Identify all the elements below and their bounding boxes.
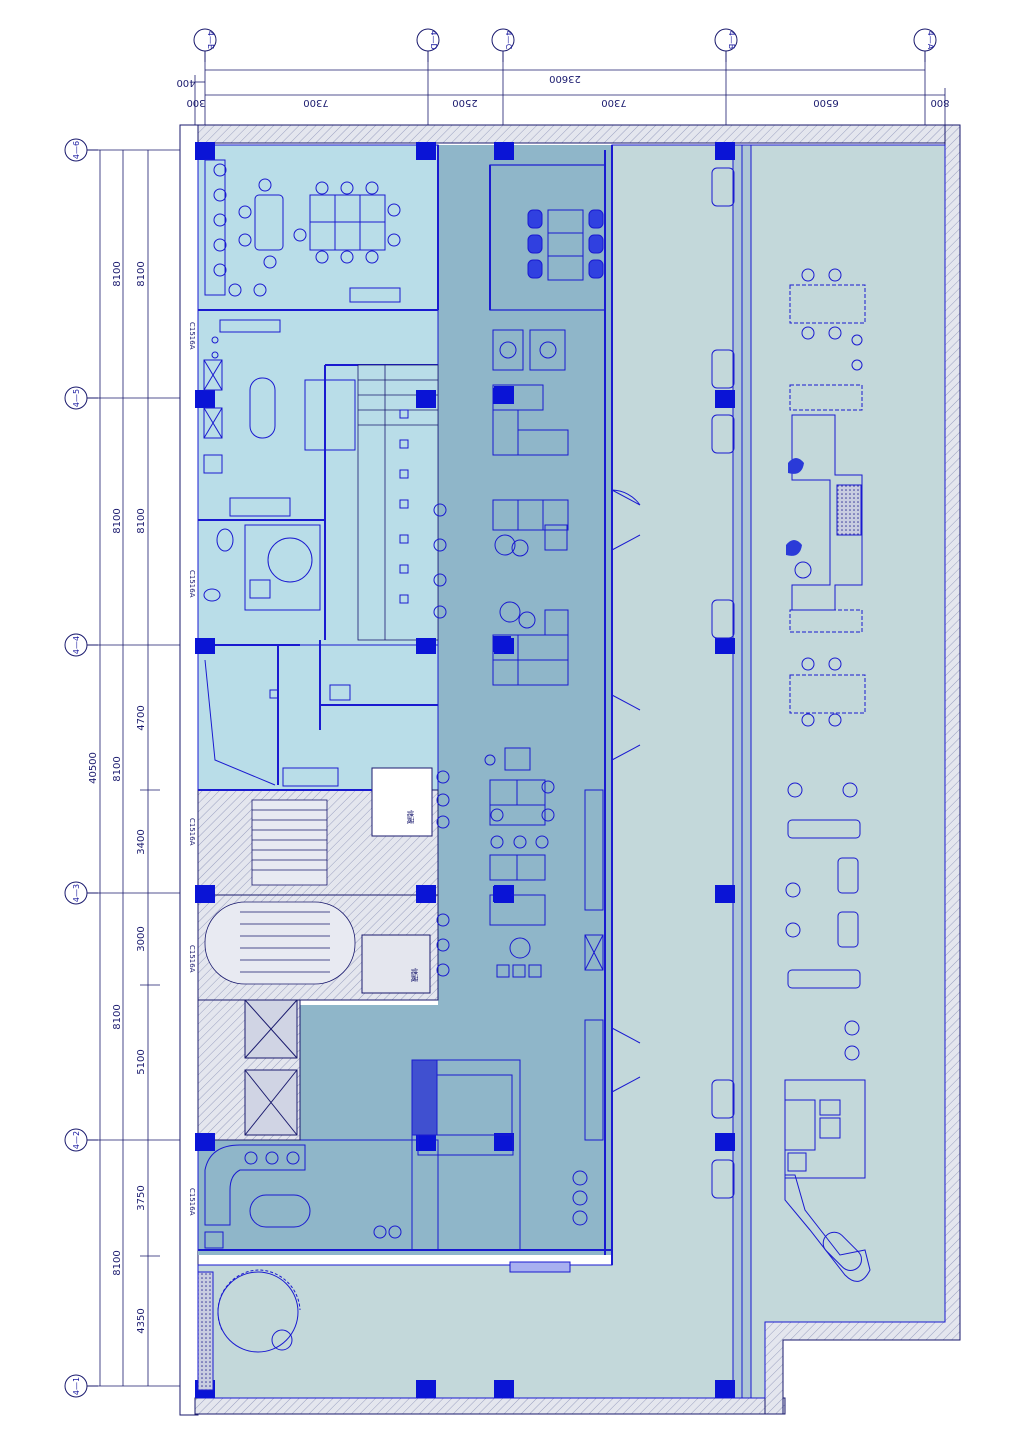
dim-left-outer-2: 8100 bbox=[112, 508, 123, 533]
axis-label-41: 4—1 bbox=[72, 1377, 81, 1395]
dim-top-800: 800 bbox=[930, 97, 949, 108]
hall-dark-fixtures bbox=[493, 388, 511, 902]
top-dimension-lines bbox=[194, 62, 946, 125]
axis-label-4E: 4—E bbox=[206, 31, 215, 49]
top-wall bbox=[194, 124, 961, 144]
dim-left-outer-1: 8100 bbox=[112, 261, 123, 286]
dim-top-7300a: 7300 bbox=[303, 97, 328, 108]
storage-room-1 bbox=[371, 767, 433, 837]
dim-left-outer-4: 8100 bbox=[112, 1004, 123, 1029]
storage-label-1: 储藏 bbox=[406, 810, 415, 824]
window-tag-3: C1516A bbox=[188, 818, 196, 846]
dim-left-inner-1: 8100 bbox=[136, 261, 147, 286]
dim-left-inner-3: 4700 bbox=[136, 705, 147, 730]
storage-label-2: 储藏 bbox=[410, 968, 419, 982]
room-west-mid bbox=[197, 644, 439, 791]
window-tag-1: C1516A bbox=[188, 322, 196, 350]
axis-label-4C: 4—C bbox=[504, 31, 513, 50]
axis-label-46: 4—6 bbox=[72, 141, 81, 159]
window-tag-4: C1516A bbox=[188, 945, 196, 973]
interior-stair bbox=[357, 364, 439, 641]
stair-flight-1 bbox=[251, 799, 328, 886]
window-tag-5: C1516A bbox=[188, 1188, 196, 1216]
lower-bar-counter bbox=[373, 789, 604, 1251]
southwest-lounge bbox=[204, 1144, 311, 1249]
axis-label-4A: 4—A bbox=[926, 31, 935, 50]
axis-label-4D: 4—D bbox=[429, 30, 438, 49]
terrace-zone bbox=[197, 144, 946, 1399]
meeting-room-table bbox=[527, 209, 604, 281]
elevators bbox=[244, 999, 298, 1136]
axis-label-4B: 4—B bbox=[727, 31, 736, 50]
dim-top-7300b: 7300 bbox=[601, 97, 626, 108]
bar-stools bbox=[399, 409, 450, 977]
stair-flight-2 bbox=[204, 901, 356, 985]
window-tags: C1516A C1516A C1516A C1516A C1516A bbox=[188, 322, 196, 1216]
dim-left-outer-3: 8100 bbox=[112, 756, 123, 781]
terrace-dark-chairs bbox=[786, 458, 804, 556]
dim-top-2500: 2500 bbox=[452, 97, 477, 108]
left-dimension-lines bbox=[88, 149, 195, 1387]
left-wall bbox=[179, 124, 199, 1416]
dim-top-300: 300 bbox=[186, 97, 205, 108]
dim-left-inner-2: 8100 bbox=[136, 508, 147, 533]
dim-left-inner-8: 4350 bbox=[136, 1308, 147, 1333]
interior-walls bbox=[198, 145, 613, 1265]
axis-label-42: 4—2 bbox=[72, 1131, 81, 1149]
dim-top-400: 400 bbox=[176, 77, 195, 88]
northwest-dining-furniture bbox=[204, 159, 401, 303]
axis-label-45: 4—5 bbox=[72, 389, 81, 407]
kitchen-furniture bbox=[203, 319, 356, 517]
room-southwest bbox=[197, 1139, 439, 1251]
dim-left-outer-5: 8100 bbox=[112, 1250, 123, 1275]
dim-left-inner-6: 5100 bbox=[136, 1049, 147, 1074]
dim-left-inner-7: 3750 bbox=[136, 1185, 147, 1210]
bottom-wall bbox=[194, 1397, 786, 1415]
left-axis-markers bbox=[64, 138, 98, 1398]
restroom-fixtures bbox=[203, 524, 351, 701]
room-northwest bbox=[197, 144, 439, 311]
west-room-fixtures bbox=[204, 659, 339, 787]
top-axis-markers bbox=[193, 28, 937, 62]
dim-top-6500: 6500 bbox=[813, 97, 838, 108]
hall-workstations bbox=[484, 329, 569, 978]
window-tag-2: C1516A bbox=[188, 570, 196, 598]
entrance-mat bbox=[509, 1261, 571, 1273]
dim-left-inner-4: 3400 bbox=[136, 829, 147, 854]
round-lounge bbox=[197, 1269, 301, 1391]
terrace-doors[interactable] bbox=[611, 489, 641, 1093]
dim-top-total: 23600 bbox=[549, 73, 581, 84]
dim-left-total: 40500 bbox=[88, 752, 99, 784]
dim-left-inner-5: 3000 bbox=[136, 926, 147, 951]
axis-label-44: 4—4 bbox=[72, 636, 81, 654]
terrace-furniture bbox=[711, 167, 871, 1282]
storage-room-2 bbox=[361, 934, 431, 994]
axis-label-43: 4—3 bbox=[72, 884, 81, 902]
